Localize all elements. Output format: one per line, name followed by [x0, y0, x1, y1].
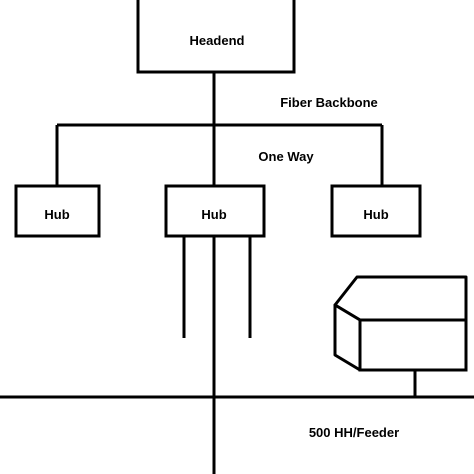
hub-label-center: Hub [201, 207, 226, 222]
hub-node-center: Hub [164, 184, 266, 238]
house-roof [333, 275, 468, 322]
hub-node-right: Hub [330, 184, 422, 238]
hub-node-left: Hub [14, 184, 101, 238]
headend-box [136, 0, 296, 74]
fiber-backbone-label: Fiber Backbone [280, 95, 378, 110]
one-way-label: One Way [258, 149, 314, 164]
house-front-wall [358, 318, 468, 372]
house-icon [333, 275, 468, 397]
hub-box-right [330, 184, 422, 238]
headend-label: Headend [190, 33, 245, 48]
feeder-label: 500 HH/Feeder [309, 425, 399, 440]
hub-box-left [14, 184, 101, 238]
hub-label-left: Hub [44, 207, 69, 222]
headend-node: Headend [136, 0, 296, 74]
hub-label-right: Hub [363, 207, 388, 222]
